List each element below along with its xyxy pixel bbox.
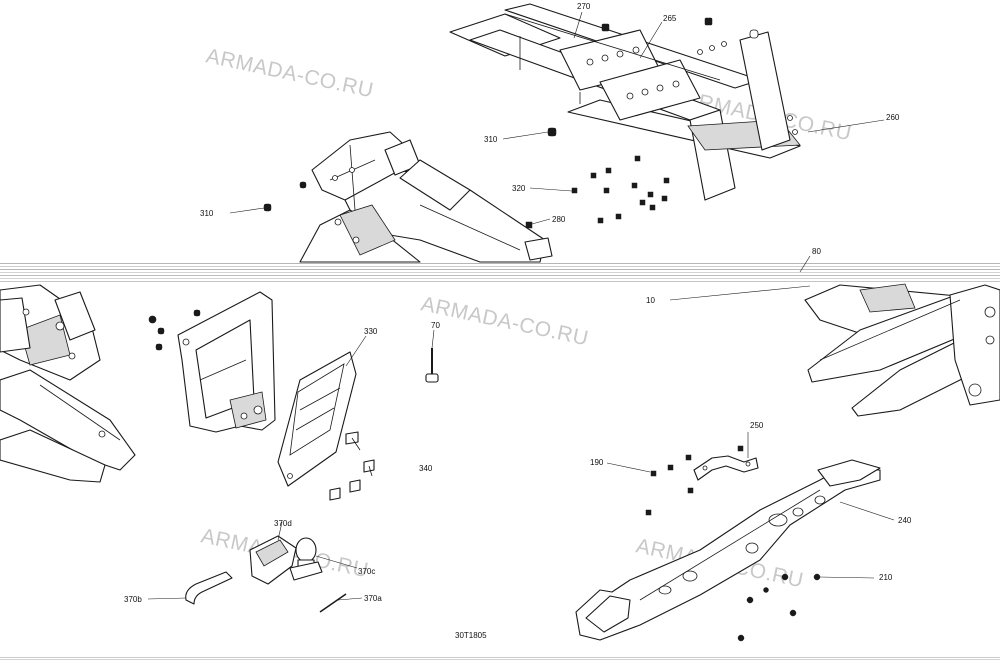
- callout-250: 250: [750, 421, 764, 430]
- callout-210: 210: [879, 573, 893, 582]
- hitch-receiver-370d: [249, 535, 297, 585]
- support-240: [575, 459, 881, 641]
- callout-310-upper: 310: [484, 135, 498, 144]
- callout-340: 340: [419, 464, 433, 473]
- nut-left-4: [193, 309, 201, 317]
- callout-370d: 370d: [274, 519, 292, 528]
- watermark-center: ARMADA-CO.RU: [419, 292, 591, 350]
- main-frame-upper: [299, 131, 553, 263]
- fastener-cluster-320: [525, 155, 670, 229]
- callout-265: 265: [663, 14, 677, 23]
- hitch-ball-370c: [289, 537, 323, 581]
- nut-left-2: [157, 327, 165, 335]
- main-frame-front-left: [0, 284, 136, 483]
- bolt-group-340: [329, 431, 375, 501]
- callout-190: 190: [590, 458, 604, 467]
- callout-370a: 370a: [364, 594, 382, 603]
- nut-310-upper: [547, 127, 557, 137]
- callout-370c: 370c: [358, 567, 375, 576]
- bolt-70: [425, 348, 439, 383]
- nut-left-3: [155, 343, 163, 351]
- nut-cluster-210: [737, 573, 821, 642]
- leader-lines: [147, 11, 895, 601]
- callout-240: 240: [898, 516, 912, 525]
- scan-noise-band: [0, 263, 1000, 660]
- washer-left-1: [148, 315, 157, 324]
- callout-330: 330: [364, 327, 378, 336]
- callout-270: 270: [577, 2, 591, 11]
- callout-320: 320: [512, 184, 526, 193]
- nut-310-lower: [263, 203, 272, 212]
- drawing-code: 30T1805: [455, 631, 487, 640]
- callout-70: 70: [431, 321, 440, 330]
- watermark-top-left: ARMADA-CO.RU: [204, 44, 376, 102]
- callout-80: 80: [812, 247, 821, 256]
- nut-270: [601, 23, 610, 32]
- rear-subframe-260: [449, 3, 801, 201]
- nut-left-upper: [299, 181, 307, 189]
- skid-plate-330: [277, 351, 357, 487]
- callout-310-lower: 310: [200, 209, 214, 218]
- nut-top-right: [704, 17, 713, 26]
- callout-280: 280: [552, 215, 566, 224]
- center-bracket: [177, 291, 276, 433]
- hitch-pin-370b: [185, 571, 233, 605]
- callout-10: 10: [646, 296, 655, 305]
- hitch-clip-370a: [319, 593, 347, 613]
- callout-370b: 370b: [124, 595, 142, 604]
- callout-260: 260: [886, 113, 900, 122]
- main-frame-right: [804, 283, 1000, 417]
- bracket-250: [693, 455, 759, 481]
- fastener-cluster-250: [645, 445, 744, 516]
- bushing-top-right: [749, 29, 759, 39]
